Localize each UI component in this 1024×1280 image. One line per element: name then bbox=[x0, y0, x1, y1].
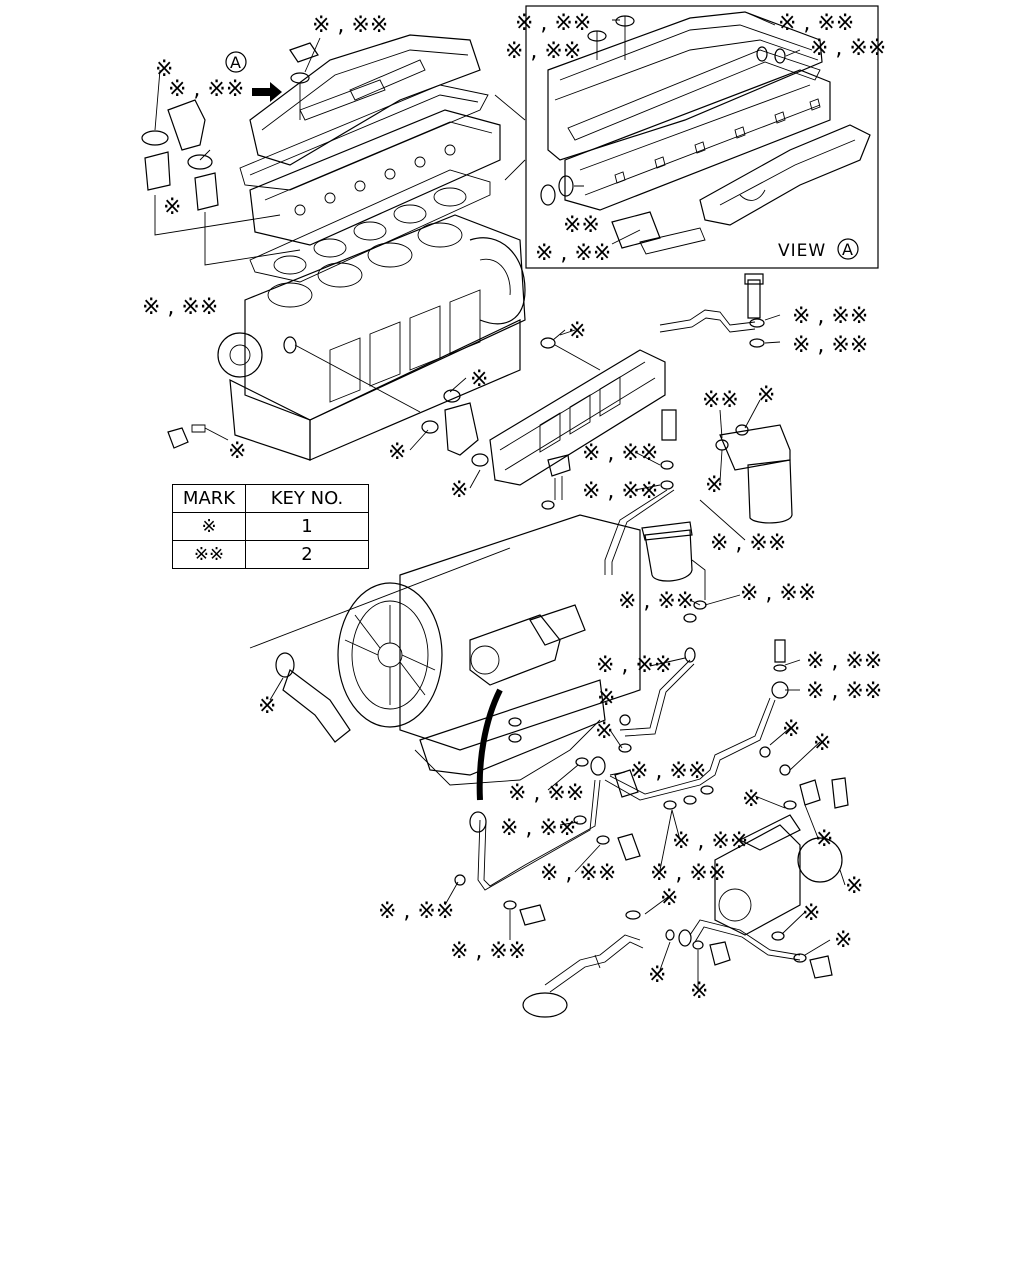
callout-40: ※ bbox=[802, 901, 820, 926]
callout-14: ※ bbox=[757, 383, 775, 408]
callout-44: ※ bbox=[690, 979, 708, 1004]
callout-42: ※ , ※※ bbox=[450, 939, 526, 964]
callout-22: ※ , ※※ bbox=[806, 649, 882, 674]
legend-header-mark: MARK bbox=[172, 484, 246, 513]
callout-8: ※ , ※※ bbox=[792, 333, 868, 358]
callout-view-4: ※ , ※※ bbox=[810, 36, 886, 61]
arrow-ref-letter: A bbox=[230, 53, 241, 72]
callout-25: ※ , ※※ bbox=[806, 679, 882, 704]
callout-33: ※ , ※※ bbox=[672, 829, 748, 854]
legend-key-2: 2 bbox=[245, 540, 369, 569]
legend-header-key: KEY NO. bbox=[245, 484, 369, 513]
callout-view-3: ※ , ※※ bbox=[778, 11, 854, 36]
callout-26: ※ bbox=[595, 719, 613, 744]
callout-view-5: ※※ bbox=[563, 213, 600, 238]
callout-32: ※ , ※※ bbox=[500, 816, 576, 841]
legend-mark-1: ※ bbox=[172, 512, 246, 541]
callout-23: ※ bbox=[258, 694, 276, 719]
lower-engine-block bbox=[249, 514, 641, 801]
callout-36: ※ , ※※ bbox=[650, 861, 726, 886]
mark-key-legend: MARK KEY NO. ※ 1 ※※ 2 bbox=[172, 484, 369, 569]
callout-28: ※ bbox=[813, 731, 831, 756]
cylinder-block bbox=[167, 214, 526, 461]
callout-35: ※ , ※※ bbox=[540, 861, 616, 886]
callout-leaders bbox=[269, 37, 846, 988]
callout-15: ※ , ※※ bbox=[582, 441, 658, 466]
callout-30: ※ , ※※ bbox=[508, 781, 584, 806]
callout-38: ※ , ※※ bbox=[378, 899, 454, 924]
view-a-letter: A bbox=[842, 240, 853, 259]
callout-17: ※ , ※※ bbox=[582, 479, 658, 504]
callout-1: ※ , ※※ bbox=[312, 13, 388, 38]
callout-43: ※ bbox=[648, 963, 666, 988]
callout-37: ※ bbox=[845, 874, 863, 899]
callout-41: ※ bbox=[834, 928, 852, 953]
callout-27: ※ bbox=[782, 717, 800, 742]
callout-29: ※ , ※※ bbox=[630, 759, 706, 784]
callout-11: ※ bbox=[228, 439, 246, 464]
callout-2: ※ bbox=[155, 57, 173, 82]
callout-view-6: ※ , ※※ bbox=[535, 241, 611, 266]
oil-cooler-assembly bbox=[421, 329, 666, 486]
callout-3: ※ , ※※ bbox=[168, 77, 244, 102]
callout-13: ※※ bbox=[702, 388, 739, 413]
callout-9: ※ bbox=[470, 367, 488, 392]
callout-34: ※ bbox=[815, 827, 833, 852]
callout-4: ※ bbox=[163, 195, 181, 220]
oil-filter-assembly bbox=[541, 273, 793, 600]
callout-39: ※ bbox=[660, 886, 678, 911]
callout-16: ※ bbox=[705, 473, 723, 498]
callout-5: ※ , ※※ bbox=[142, 295, 218, 320]
legend-key-1: 1 bbox=[245, 512, 369, 541]
legend-mark-2: ※※ bbox=[172, 540, 246, 569]
callout-view-1: ※ , ※※ bbox=[515, 11, 591, 36]
callout-19: ※ , ※※ bbox=[618, 589, 694, 614]
callout-view-2: ※ , ※※ bbox=[505, 39, 581, 64]
callout-18: ※ , ※※ bbox=[710, 531, 786, 556]
callout-21: ※ , ※※ bbox=[596, 653, 672, 678]
callout-10: ※ bbox=[388, 440, 406, 465]
callout-7: ※ , ※※ bbox=[792, 304, 868, 329]
callout-6: ※ bbox=[568, 319, 586, 344]
injection-pump-assembly bbox=[454, 600, 849, 1018]
callout-12: ※ bbox=[450, 478, 468, 503]
callout-24: ※ bbox=[597, 686, 615, 711]
view-a-label: VIEW bbox=[778, 241, 826, 261]
callout-labels: ※ , ※※ ※ ※ , ※※ ※ ※ , ※※ ※ ※ , ※※ ※ , ※※… bbox=[142, 13, 882, 1004]
cylinder-head-assembly: A bbox=[141, 34, 501, 283]
callout-20: ※ , ※※ bbox=[740, 581, 816, 606]
view-a-inset: ※ , ※※ ※ , ※※ ※ , ※※ ※ , ※※ ※※ ※ , ※※ VI… bbox=[505, 5, 886, 269]
callout-31: ※ bbox=[742, 787, 760, 812]
